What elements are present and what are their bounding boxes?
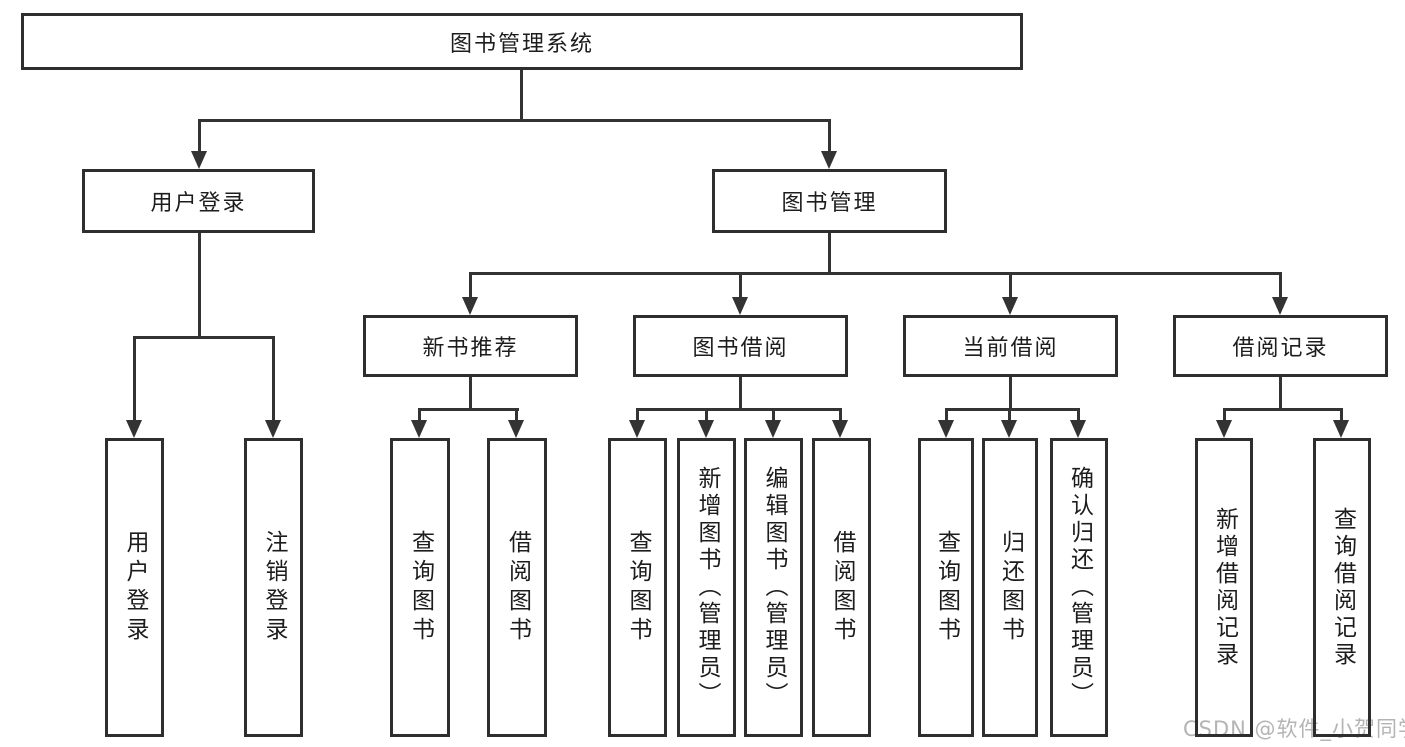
arrowhead-icon <box>832 420 848 438</box>
connector-line <box>1223 408 1226 422</box>
connector-line <box>839 408 842 422</box>
arrowhead-icon <box>765 420 781 438</box>
arrowhead-icon <box>1001 420 1017 438</box>
connector-line <box>828 119 831 155</box>
arrowhead-icon <box>821 151 837 169</box>
connector-line <box>1009 377 1012 410</box>
connector-line <box>133 336 136 422</box>
leaf-borrow-book-2: 借阅图书 <box>812 438 871 737</box>
node-label: 确认归还（管理员） <box>1066 466 1093 709</box>
arrowhead-icon <box>508 420 524 438</box>
connector-line <box>1340 408 1343 422</box>
connector-line <box>636 408 639 422</box>
node-label: 新增借阅记录 <box>1211 506 1238 669</box>
node-current-borrowing: 当前借阅 <box>903 315 1118 377</box>
connector-line <box>419 408 519 411</box>
node-label: 新书推荐 <box>422 336 519 361</box>
connector-line <box>469 272 1282 275</box>
arrowhead-icon <box>126 420 142 438</box>
node-label: 查询图书 <box>933 529 960 646</box>
connector-line <box>1279 377 1282 410</box>
connector-line <box>469 272 472 299</box>
arrowhead-icon <box>1333 420 1349 438</box>
leaf-query-book-3: 查询图书 <box>918 438 974 737</box>
node-label: 借阅图书 <box>504 529 531 646</box>
node-borrowing-records: 借阅记录 <box>1173 315 1388 377</box>
connector-line <box>515 408 518 422</box>
connector-line <box>133 336 275 339</box>
connector-line <box>945 408 948 422</box>
node-library-management-system: 图书管理系统 <box>21 13 1023 70</box>
connector-line <box>198 233 201 337</box>
connector-line <box>520 70 523 120</box>
arrowhead-icon <box>1002 297 1018 315</box>
leaf-user-login: 用户登录 <box>105 438 164 737</box>
watermark: CSDN @软件_小贺同学 <box>1183 717 1405 741</box>
connector-line <box>469 377 472 410</box>
leaf-add-book-admin: 新增图书（管理员） <box>677 438 736 737</box>
connector-line <box>945 408 1080 411</box>
node-label: 归还图书 <box>997 529 1024 646</box>
leaf-edit-book-admin: 编辑图书（管理员） <box>744 438 803 737</box>
arrowhead-icon <box>1216 420 1232 438</box>
node-label: 查询借阅记录 <box>1329 506 1356 669</box>
connector-line <box>198 119 201 155</box>
arrowhead-icon <box>938 420 954 438</box>
connector-line <box>828 233 831 274</box>
arrowhead-icon <box>462 297 478 315</box>
node-label: 图书借阅 <box>692 336 789 361</box>
connector-line <box>1009 272 1012 299</box>
leaf-add-borrow-record: 新增借阅记录 <box>1195 438 1253 737</box>
arrowhead-icon <box>698 420 714 438</box>
arrowhead-icon <box>411 420 427 438</box>
leaf-return-book: 归还图书 <box>982 438 1038 737</box>
connector-line <box>705 408 708 422</box>
node-label: 图书管理系统 <box>449 31 594 57</box>
connector-line <box>739 377 742 410</box>
arrowhead-icon <box>1272 297 1288 315</box>
leaf-query-book-2: 查询图书 <box>608 438 667 737</box>
connector-line <box>198 119 831 122</box>
connector-line <box>739 272 742 299</box>
connector-line <box>636 408 842 411</box>
connector-line <box>1008 408 1011 422</box>
connector-line <box>1279 272 1282 299</box>
arrowhead-icon <box>265 420 281 438</box>
arrowhead-icon <box>1070 420 1086 438</box>
connector-line <box>272 336 275 422</box>
node-label: 用户登录 <box>122 529 148 646</box>
leaf-confirm-return-admin: 确认归还（管理员） <box>1050 438 1108 737</box>
node-label: 借阅记录 <box>1232 336 1329 361</box>
node-label: 用户登录 <box>150 191 247 216</box>
connector-line <box>772 408 775 422</box>
leaf-logout: 注销登录 <box>244 438 303 737</box>
leaf-query-borrow-record: 查询借阅记录 <box>1313 438 1371 737</box>
node-label: 编辑图书（管理员） <box>761 466 787 709</box>
node-book-management: 图书管理 <box>712 169 947 233</box>
node-label: 图书管理 <box>781 191 878 216</box>
node-label: 新增图书（管理员） <box>694 466 720 709</box>
node-book-borrowing: 图书借阅 <box>633 315 848 377</box>
arrowhead-icon <box>732 297 748 315</box>
node-label: 借阅图书 <box>829 529 855 646</box>
node-label: 查询图书 <box>407 529 434 646</box>
node-label: 注销登录 <box>261 529 287 646</box>
leaf-query-book-1: 查询图书 <box>390 438 450 737</box>
arrowhead-icon <box>629 420 645 438</box>
node-label: 查询图书 <box>625 529 651 646</box>
node-user-login: 用户登录 <box>82 169 315 233</box>
connector-line <box>418 408 421 422</box>
arrowhead-icon <box>191 151 207 169</box>
leaf-borrow-book-1: 借阅图书 <box>487 438 547 737</box>
node-new-book-recommendation: 新书推荐 <box>363 315 578 377</box>
connector-line <box>1223 408 1343 411</box>
connector-line <box>1077 408 1080 422</box>
node-label: 当前借阅 <box>962 336 1059 361</box>
